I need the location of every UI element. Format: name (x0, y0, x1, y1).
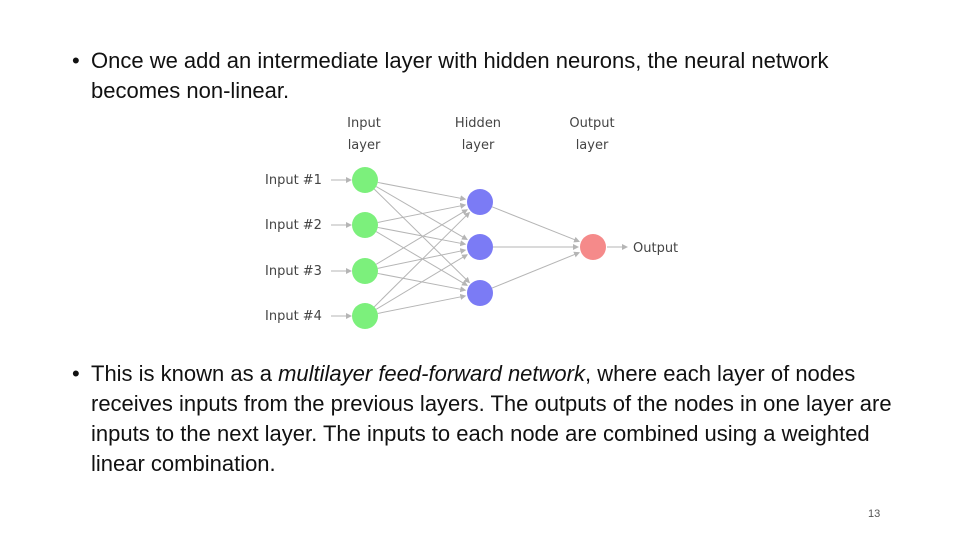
edge-input-3-hidden-1 (375, 209, 468, 265)
input-node-3 (352, 258, 378, 284)
bullet-2-emphasis: multilayer feed-forward network (278, 361, 585, 386)
input-label-1: Input #1 (265, 173, 322, 188)
input-label-4: Input #4 (265, 309, 322, 324)
bullet-2-text-after: , where each layer of nodes receives inp… (91, 361, 892, 476)
input-node-2 (352, 212, 378, 238)
hidden-layer-header-line2: layer (462, 138, 495, 153)
bullet-point-1: • Once we add an intermediate layer with … (72, 46, 911, 106)
output-label: Output (633, 241, 678, 256)
input-layer-header-line2: layer (348, 138, 381, 153)
network-nodes (352, 167, 606, 329)
bullet-dot-icon: • (72, 361, 80, 386)
edge-input-2-hidden-1 (377, 202, 467, 223)
output-node (580, 234, 606, 260)
edge-input-1-hidden-2 (375, 186, 468, 240)
edge-input-3-hidden-2 (377, 248, 467, 269)
bullet-2-text-before: This is known as a (91, 361, 279, 386)
edge-input-4-hidden-2 (375, 254, 468, 310)
hidden-node-3 (467, 280, 493, 306)
edge-input-2-hidden-2 (377, 226, 467, 247)
bullet-point-2: • This is known as a multilayer feed-forw… (72, 359, 921, 479)
hidden-layer-header-line1: Hidden (455, 116, 501, 131)
input-node-1 (352, 167, 378, 193)
input-label-2: Input #2 (265, 218, 322, 233)
output-layer-header-line1: Output (569, 116, 614, 131)
hidden-node-2 (467, 234, 493, 260)
edge-input-4-hidden-3 (377, 293, 467, 314)
edge-input-4-hidden-1 (373, 211, 471, 308)
input-node-4 (352, 303, 378, 329)
input-label-3: Input #3 (265, 264, 322, 279)
output-layer-header-line2: layer (576, 138, 609, 153)
input-arrows (331, 177, 352, 319)
page-number: 13 (868, 508, 881, 520)
edge-input-1-hidden-1 (377, 181, 467, 202)
neural-network-diagram: Input layer Hidden layer Output layer In… (265, 116, 678, 329)
edge-hidden-3-output (491, 251, 581, 289)
input-layer-header-line1: Input (347, 116, 381, 131)
edge-input-2-hidden-3 (375, 231, 468, 286)
bullet-dot-icon: • (72, 48, 80, 73)
bullet-1-text: Once we add an intermediate layer with h… (91, 48, 829, 103)
connection-edges (373, 181, 581, 314)
edge-hidden-1-output (491, 206, 580, 243)
hidden-node-1 (467, 189, 493, 215)
